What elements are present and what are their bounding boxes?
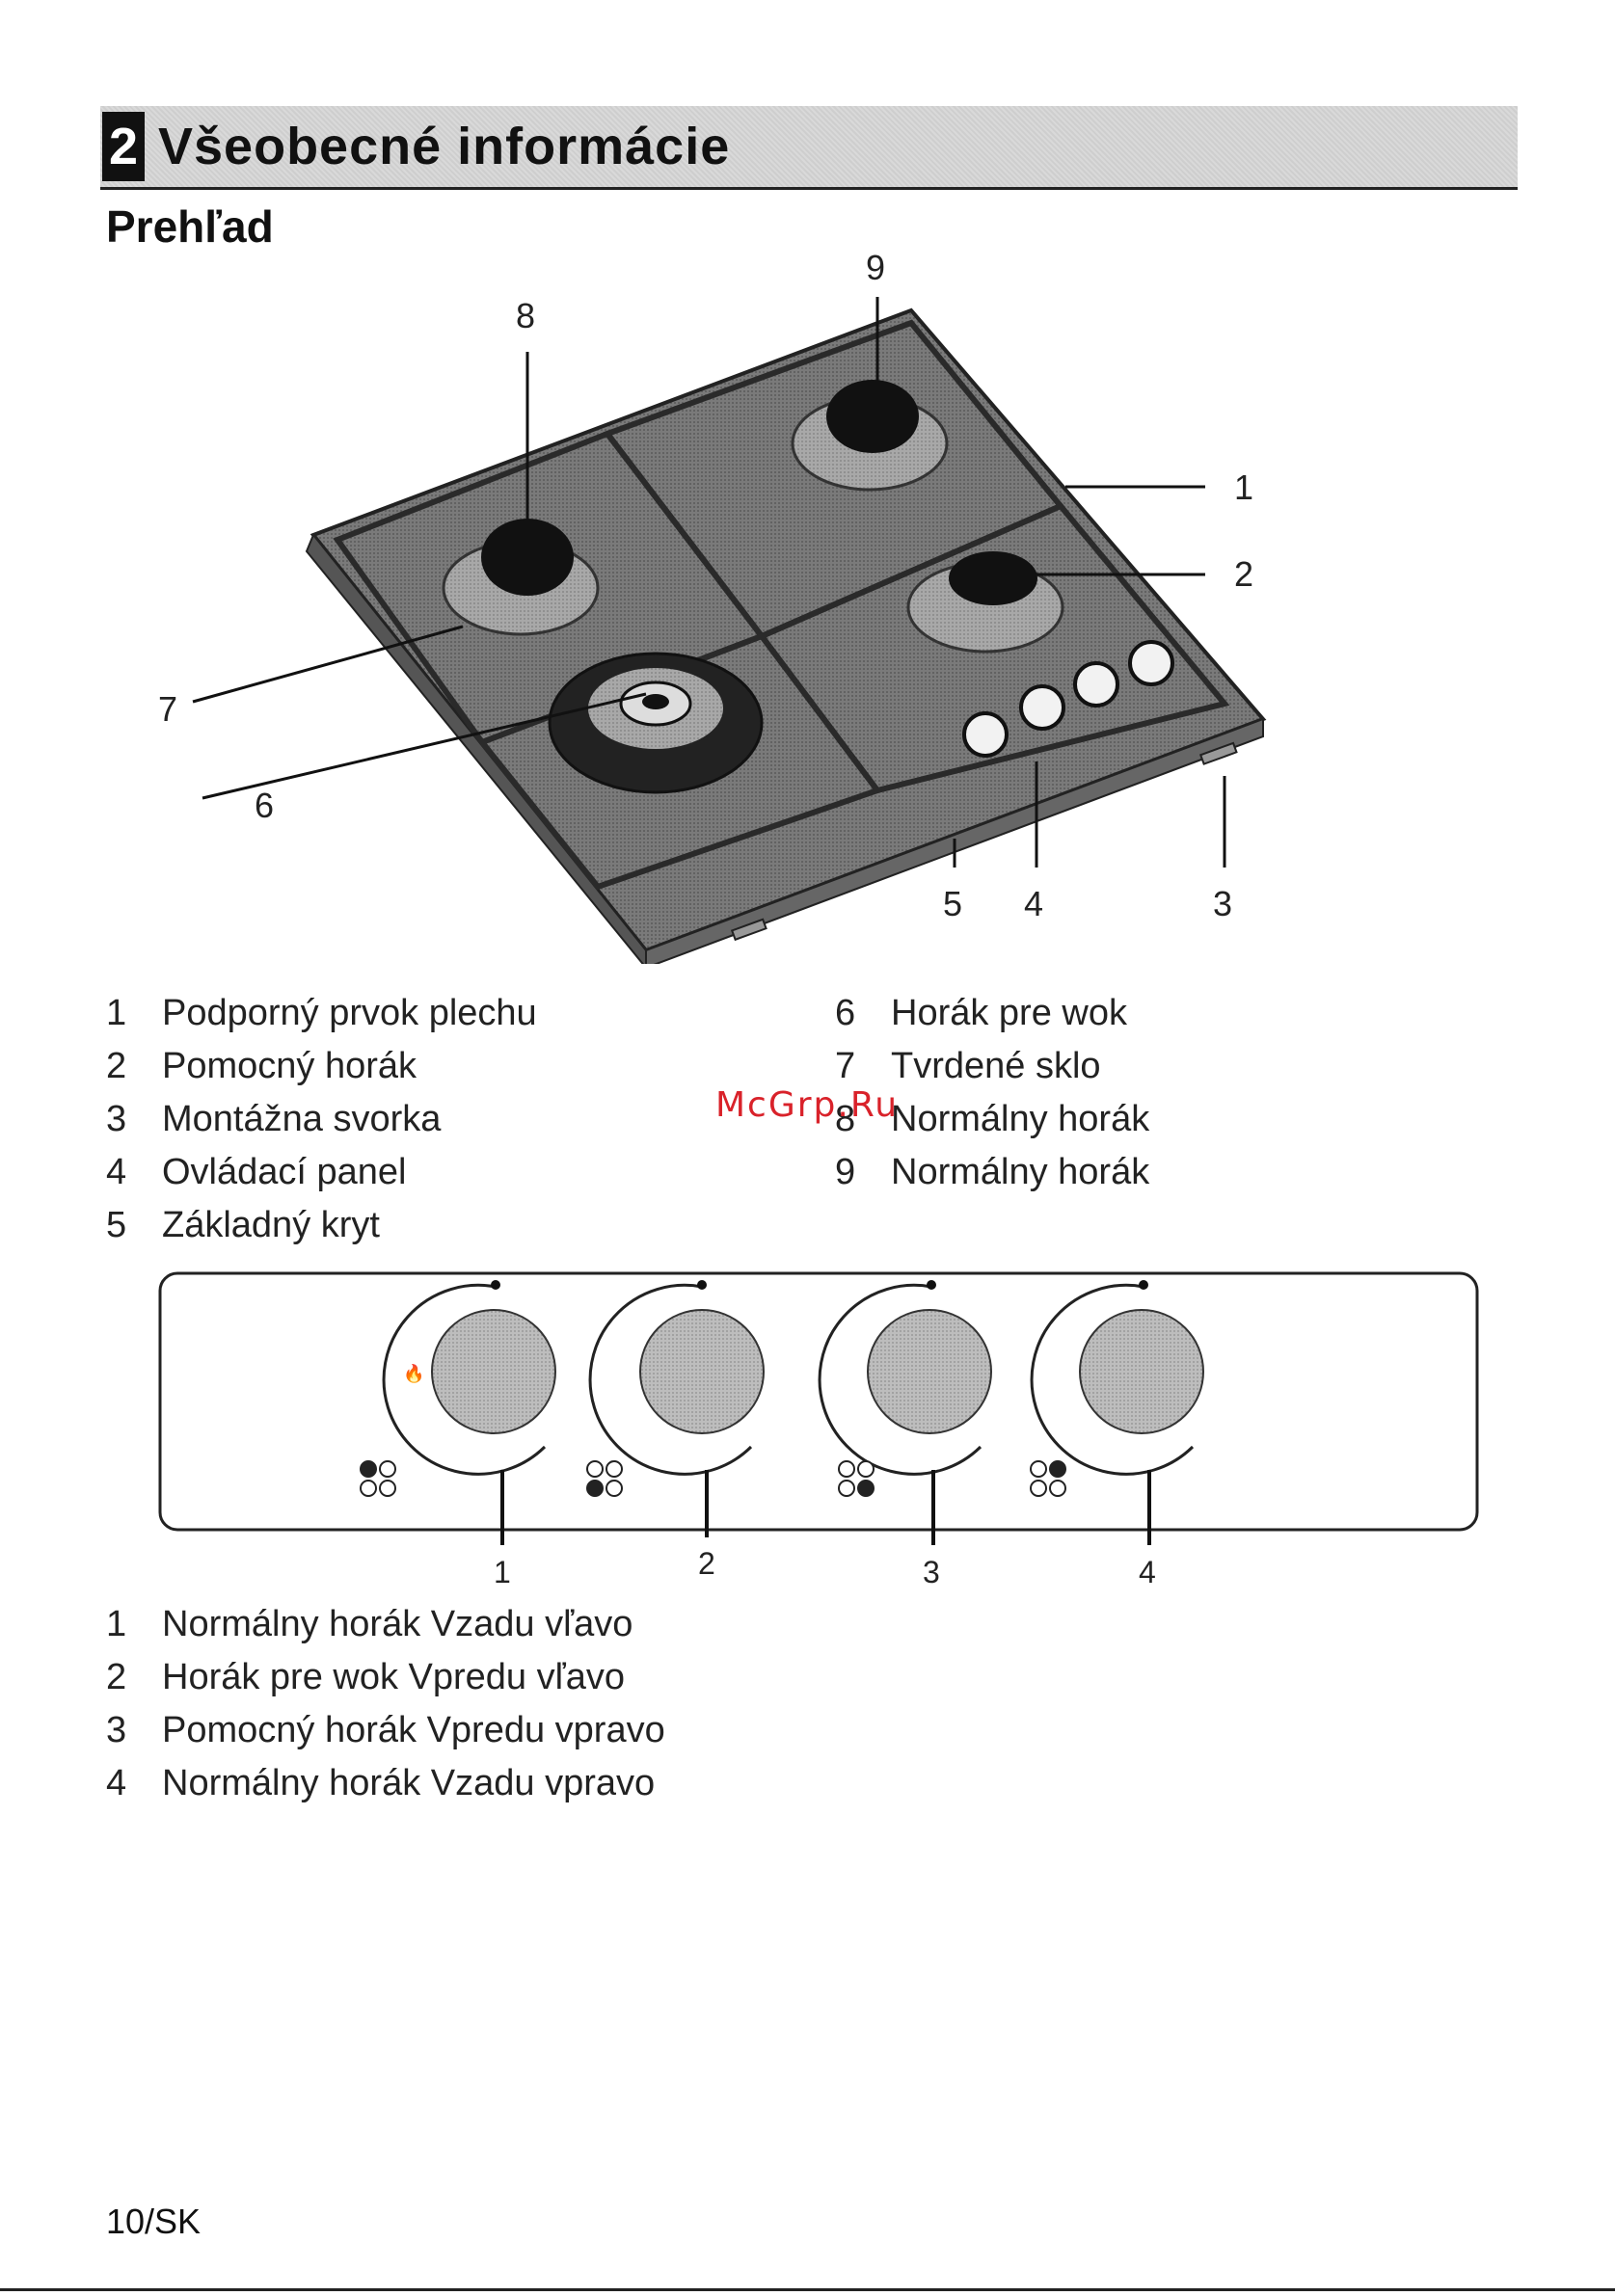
watermark: McGrp.Ru bbox=[715, 1085, 900, 1125]
callout-9: 9 bbox=[866, 251, 885, 287]
svg-text:🔥: 🔥 bbox=[403, 1363, 424, 1383]
callout-5: 5 bbox=[943, 884, 962, 923]
bottom-rule bbox=[0, 2288, 1615, 2291]
callout-lines bbox=[192, 297, 1226, 868]
burner-indicator-3 bbox=[838, 1460, 875, 1497]
knob-3 bbox=[818, 1280, 992, 1476]
burner-rear-left bbox=[442, 519, 600, 636]
callout-4: 4 bbox=[1024, 884, 1043, 923]
section-header: 2 Všeobecné informácie bbox=[100, 106, 1518, 190]
knob-number-1: 1 bbox=[494, 1555, 511, 1589]
callout-1: 1 bbox=[1234, 467, 1253, 507]
knob-1: 🔥 bbox=[382, 1280, 556, 1476]
mounting-clamp bbox=[730, 918, 767, 942]
page-number: 10/SK bbox=[106, 2202, 202, 2241]
hob-knobs bbox=[962, 640, 1174, 758]
knob-2 bbox=[588, 1280, 765, 1476]
section-title: Všeobecné informácie bbox=[158, 118, 731, 175]
callout-6: 6 bbox=[255, 786, 274, 825]
hob-glass bbox=[310, 307, 1267, 953]
burner-indicator-2 bbox=[586, 1460, 623, 1497]
knob-callout-lines bbox=[500, 1470, 1151, 1545]
knob-4 bbox=[1030, 1280, 1204, 1476]
page-subtitle: Prehľad bbox=[106, 201, 274, 252]
control-panel-outline bbox=[158, 1271, 1479, 1532]
mounting-clamp bbox=[1198, 741, 1238, 765]
burner-front-right bbox=[906, 551, 1064, 654]
knob-number-3: 3 bbox=[923, 1555, 940, 1589]
wok-burner bbox=[548, 652, 764, 794]
section-number: 2 bbox=[102, 112, 145, 181]
knob-number-4: 4 bbox=[1139, 1555, 1156, 1589]
callout-8: 8 bbox=[516, 296, 535, 335]
callout-2: 2 bbox=[1234, 554, 1253, 594]
callout-7: 7 bbox=[158, 689, 177, 729]
callout-3: 3 bbox=[1213, 884, 1232, 923]
knob-number-2: 2 bbox=[698, 1546, 715, 1581]
burner-indicator-4 bbox=[1030, 1460, 1066, 1497]
burner-indicator-1 bbox=[360, 1460, 396, 1497]
burner-rear-right bbox=[791, 380, 949, 492]
control-panel-diagram: 🔥 1 2 3 4 bbox=[158, 1271, 1479, 1589]
hob-diagram: 9 8 1 2 3 4 5 7 6 bbox=[158, 251, 1267, 964]
